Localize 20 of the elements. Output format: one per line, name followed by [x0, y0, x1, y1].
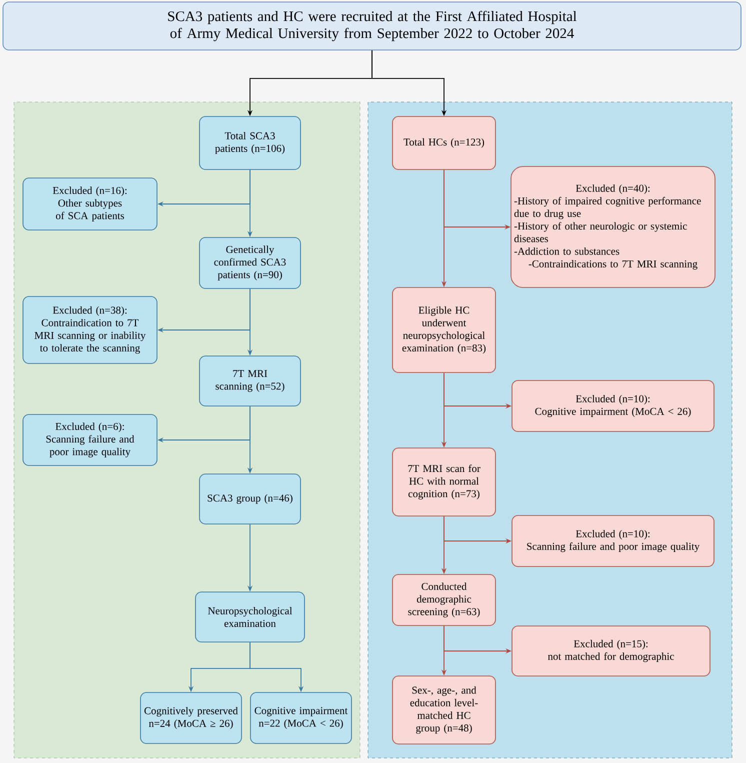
process-box: Sex-, age-, and education level-matched HC group (n=48): [392, 676, 496, 744]
process-box: 7T MRI scanning (n=52): [199, 356, 301, 406]
exclusion-box: Excluded (n=16): Other subtypes of SCA patients: [22, 178, 158, 230]
exclusion-box: Excluded (n=15): not matched for demographic: [512, 626, 710, 676]
header-box: SCA3 patients and HC were recruited at the First Affiliated Hospital of Army Medical University from September 2022 to October 2024: [2, 2, 742, 50]
process-box: Cognitively preserved n=24 (MoCA ≥ 26): [140, 692, 242, 744]
process-box: Genetically confirmed SCA3 patients (n=90): [199, 237, 301, 289]
process-box: Total HCs (n=123): [392, 116, 496, 170]
exclusion-box: Excluded (n=40): -History of impaired cognitive performance due to drug use -History of other neurologic or systemic diseases -Addiction to substances -Contraindications to 7T MRI scanning: [510, 166, 716, 288]
process-box: Eligible HC underwent neuropsychological examination (n=83): [392, 287, 496, 373]
exclusion-box: Excluded (n=10): Scanning failure and poor image quality: [512, 515, 714, 567]
process-box: Total SCA3 patients (n=106): [199, 116, 301, 170]
process-box: Neuropsychological examination: [195, 592, 305, 642]
process-box: Cognitive impairment n=22 (MoCA < 26): [250, 692, 352, 744]
process-box: SCA3 group (n=46): [199, 474, 301, 524]
exclusion-box: Excluded (n=10): Cognitive impairment (MoCA < 26): [512, 380, 714, 432]
process-box: Conducted demographic screening (n=63): [392, 574, 496, 626]
process-box: 7T MRI scan for HC with normal cognition (n=73): [392, 448, 496, 516]
exclusion-box: Excluded (n=6): Scanning failure and poor image quality: [22, 414, 158, 466]
exclusion-box: Excluded (n=38): Contraindication to 7T MRI scanning or inability to tolerate the scanning: [22, 296, 158, 364]
